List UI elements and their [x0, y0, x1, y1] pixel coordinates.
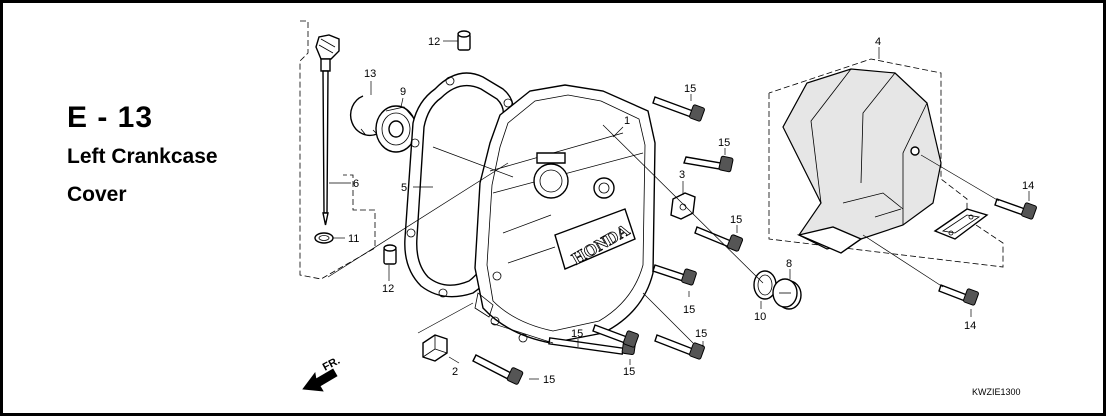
- bolt-14-a: [994, 198, 1037, 220]
- callout-12-top: 12: [428, 36, 440, 48]
- dipstick-group-frame: [299, 20, 376, 280]
- plug-8: [772, 278, 802, 310]
- callout-9: 9: [400, 86, 406, 98]
- callout-5: 5: [401, 182, 407, 194]
- bolt-15-a: [652, 96, 705, 122]
- callout-15-f: 15: [695, 328, 707, 340]
- callout-14-b: 14: [964, 320, 976, 332]
- snap-ring-13: [349, 95, 378, 137]
- oil-dipstick: [315, 34, 340, 226]
- o-ring-11: [314, 232, 334, 244]
- direction-label: FR.: [321, 355, 342, 374]
- exploded-view-diagram: HONDA: [299, 20, 1037, 397]
- callout-14-a: 14: [1022, 180, 1034, 192]
- front-direction-arrow: FR.: [302, 355, 342, 392]
- callout-13: 13: [364, 68, 376, 80]
- callout-1: 1: [624, 115, 630, 127]
- callout-8: 8: [786, 258, 792, 270]
- callout-15-d: 15: [683, 304, 695, 316]
- bolt-15-d: [652, 264, 697, 286]
- diagram-code: KWZIE1300: [972, 387, 1021, 397]
- bolt-15-b: [683, 155, 734, 173]
- section-code: E - 13: [67, 101, 154, 134]
- title-block: E - 13 Left Crankcase Cover: [67, 101, 218, 211]
- bolt-15-c: [694, 226, 744, 252]
- callout-15-b: 15: [718, 137, 730, 149]
- leader-lines: [329, 40, 1030, 380]
- guide-lines: [327, 124, 1000, 344]
- clamp-3: [670, 192, 696, 220]
- callout-12-bottom: 12: [382, 283, 394, 295]
- bolt-15-g: [654, 334, 705, 360]
- callout-10: 10: [754, 311, 766, 323]
- callout-15-a: 15: [684, 83, 696, 95]
- callout-4: 4: [875, 36, 881, 48]
- bearing-9: [375, 105, 417, 153]
- bolt-15-f: [592, 324, 639, 348]
- cover-4: [782, 68, 942, 254]
- bolt-14-b: [938, 284, 979, 306]
- cover-4-group-frame: [768, 58, 1004, 268]
- clamp-2: [422, 334, 448, 362]
- callout-15-g: 15: [623, 366, 635, 378]
- bolt-15-h: [472, 354, 524, 385]
- section-name-line-2: Cover: [67, 183, 127, 206]
- callout-3: 3: [679, 169, 685, 181]
- collar-12-top: [457, 30, 471, 51]
- crankcase-cover-1: [474, 84, 656, 344]
- callout-15-h: 15: [543, 374, 555, 386]
- callout-numbers: 12 13 9 6 5 11 12 1 15 15 3 15 4 8 15 10…: [348, 36, 1034, 386]
- cover-gasket: [933, 208, 989, 240]
- callout-11: 11: [348, 233, 359, 245]
- callout-6: 6: [353, 178, 359, 190]
- collar-12-bottom: [383, 244, 397, 265]
- callout-15-c: 15: [730, 214, 742, 226]
- section-name-line-1: Left Crankcase: [67, 145, 218, 168]
- callout-2: 2: [452, 366, 458, 378]
- callout-15-e: 15: [571, 328, 583, 340]
